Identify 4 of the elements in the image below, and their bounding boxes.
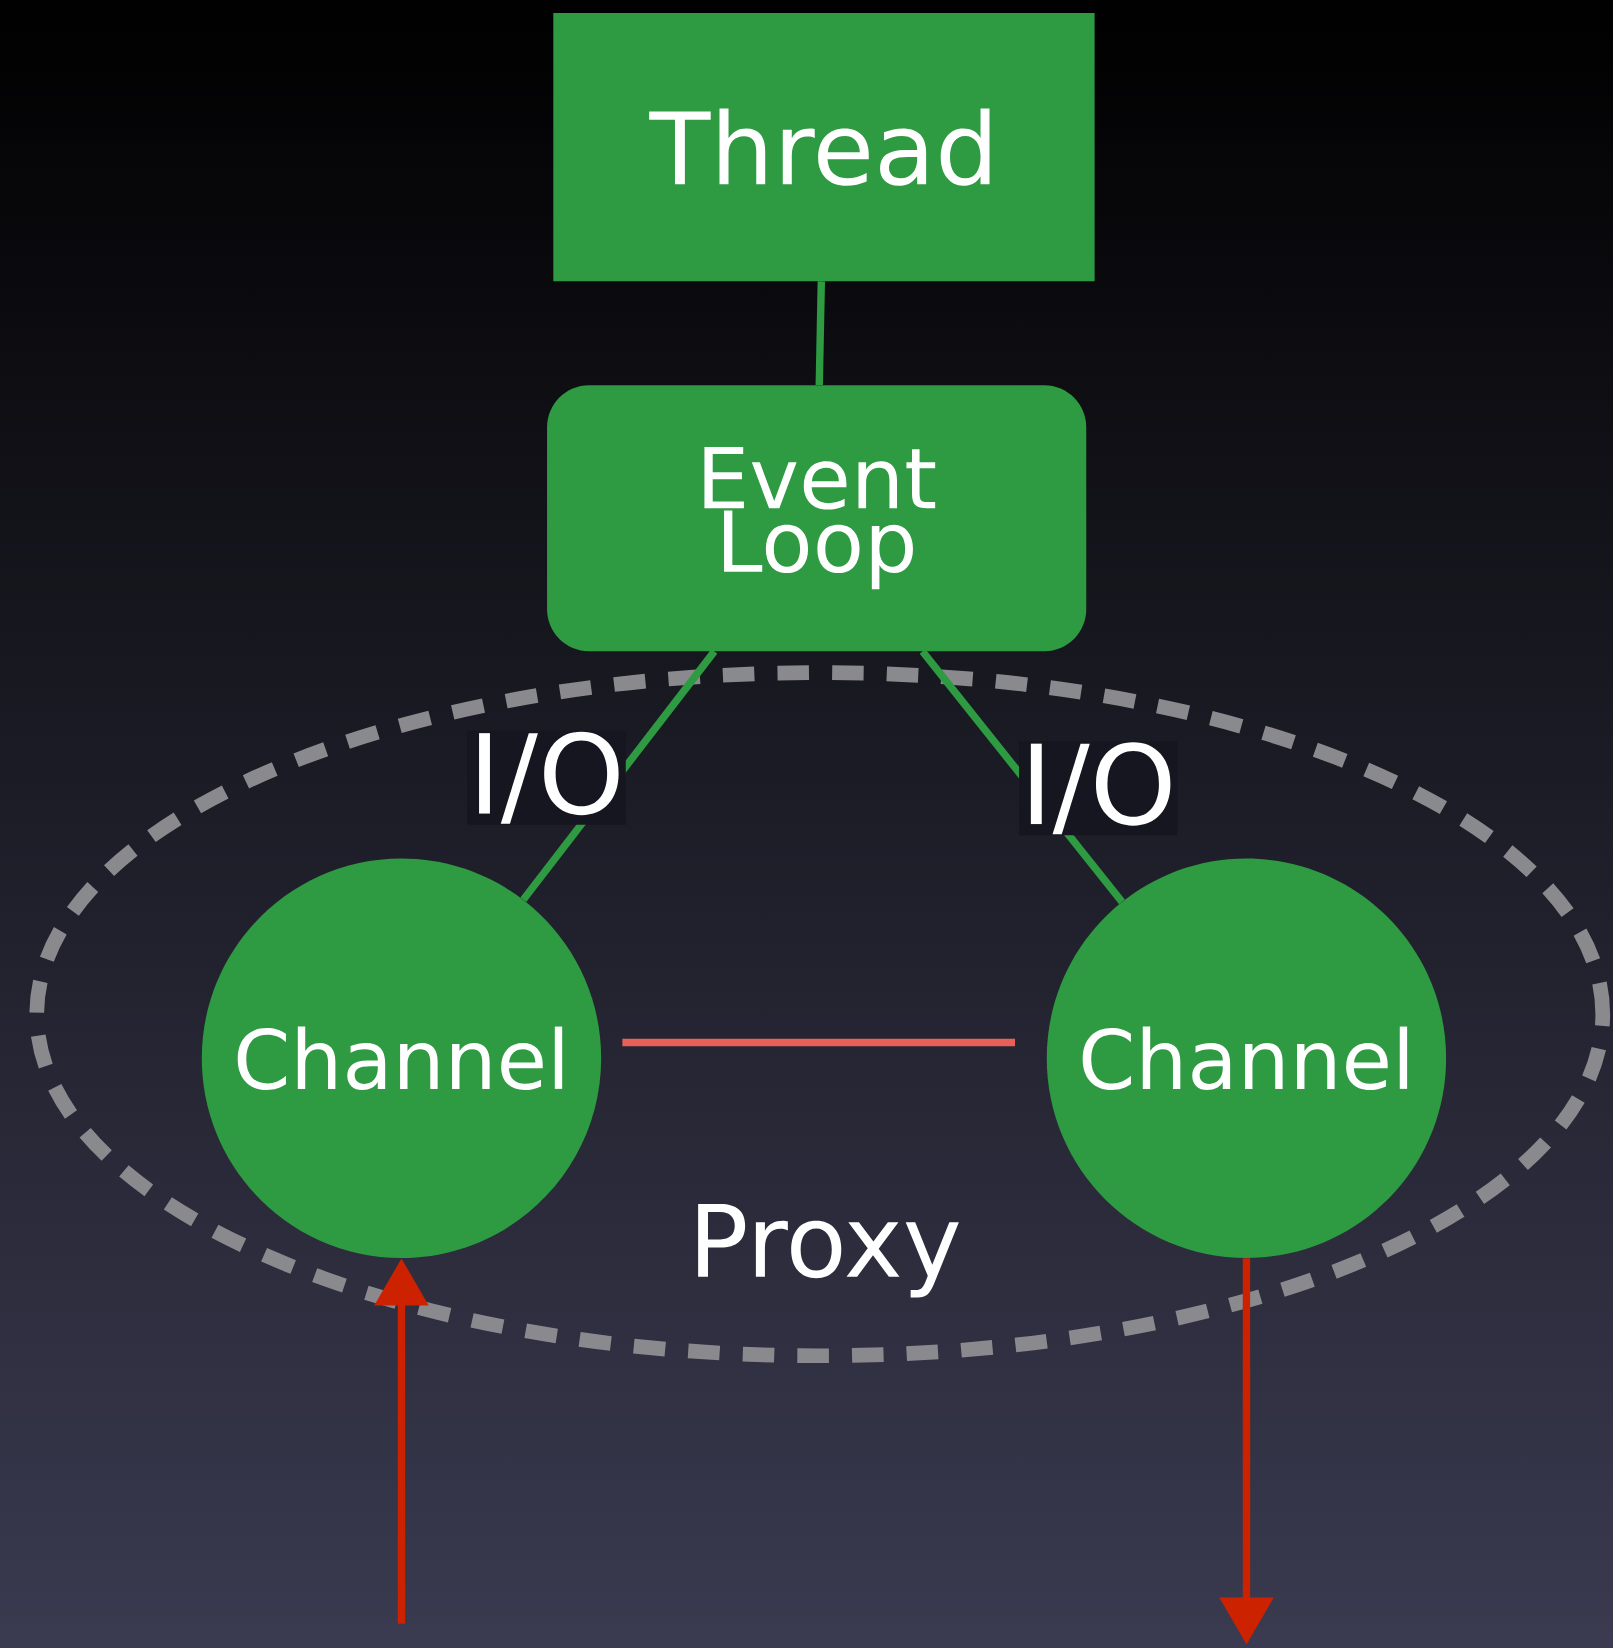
- process-box: Thread: [553, 13, 1095, 282]
- process-box: Event Loop: [546, 385, 1087, 652]
- edge-label: I/O: [1018, 741, 1178, 836]
- edge-label: I/O: [467, 730, 626, 825]
